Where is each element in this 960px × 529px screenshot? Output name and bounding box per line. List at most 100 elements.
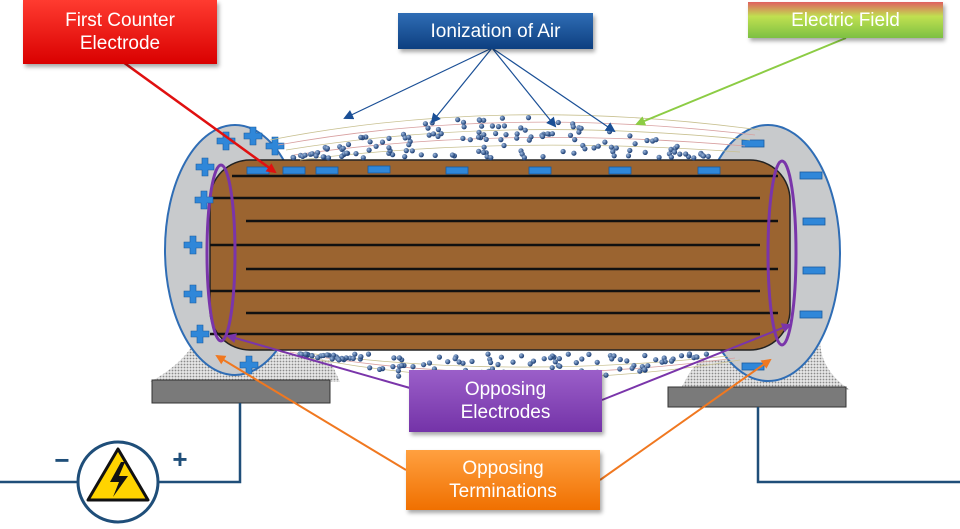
ion-particle <box>560 148 566 155</box>
ion-particle <box>481 117 487 123</box>
ion-particle <box>678 353 685 359</box>
ion-particle <box>315 355 321 361</box>
ion-particle <box>365 351 372 357</box>
opposing-terminations-label: Opposing Terminations <box>406 450 600 510</box>
ion-particle <box>555 119 561 126</box>
ion-particle <box>499 115 505 121</box>
ion-particle <box>477 117 483 123</box>
ion-particle <box>609 356 615 362</box>
ion-particle <box>303 351 309 357</box>
ion-particle <box>377 366 383 372</box>
ionized-air-particles <box>290 115 711 389</box>
ion-particle <box>627 133 633 139</box>
right-wire <box>756 407 960 484</box>
ion-particle <box>410 364 416 370</box>
ion-particle <box>402 154 408 160</box>
ion-particle <box>291 155 297 161</box>
ion-particle <box>435 126 441 133</box>
ion-particle <box>435 133 441 139</box>
ion-particle <box>582 146 588 152</box>
ion-particle <box>552 359 558 365</box>
ion-particle <box>603 372 609 378</box>
ion-particle <box>501 142 507 149</box>
ion-particle <box>549 131 556 137</box>
ion-particle <box>653 137 659 143</box>
ion-particle <box>476 148 482 154</box>
ion-particle <box>309 353 315 359</box>
ion-particle <box>525 115 532 121</box>
ion-particle <box>498 137 504 143</box>
ion-particle <box>570 124 576 130</box>
opposing-electrodes-arrow-right <box>601 323 792 401</box>
first-counter-electrode-label: First Counter Electrode <box>23 0 217 64</box>
ion-particle <box>391 355 397 361</box>
ion-particle <box>547 355 554 361</box>
ion-particle <box>426 360 433 366</box>
ion-particle <box>367 139 373 145</box>
left-pad <box>151 379 331 404</box>
ion-particle <box>422 121 428 127</box>
ion-particle <box>481 132 487 138</box>
ion-particle <box>418 152 424 158</box>
ion-particle <box>396 355 402 361</box>
ion-particle <box>358 134 364 140</box>
ion-particle <box>386 135 392 141</box>
ion-particle <box>642 352 648 359</box>
ion-particle <box>602 139 608 145</box>
ion-particle <box>432 152 438 158</box>
ion-particle <box>386 145 392 151</box>
ion-particle <box>344 150 350 156</box>
ion-particle <box>358 354 364 360</box>
ion-particle <box>329 356 335 362</box>
ion-particle <box>586 351 592 357</box>
ion-particle <box>345 141 352 148</box>
ion-particle <box>557 363 563 369</box>
ion-particle <box>677 151 683 157</box>
ion-particle <box>403 148 409 154</box>
ion-particle <box>576 129 582 135</box>
ion-particle <box>498 354 504 360</box>
ion-particle <box>493 130 499 137</box>
ion-particle <box>460 360 466 366</box>
ion-particle <box>510 359 516 365</box>
ion-particle <box>406 142 412 148</box>
ion-particle <box>320 154 326 160</box>
ion-particle <box>521 155 528 161</box>
ion-particle <box>595 143 601 149</box>
ion-particle <box>522 127 528 133</box>
ion-particle <box>572 137 578 143</box>
ion-particle <box>425 125 431 131</box>
ion-particle <box>549 365 555 371</box>
source-plus-sign: + <box>172 444 187 474</box>
ion-particle <box>653 357 659 363</box>
ion-particle <box>669 358 675 364</box>
right-pad <box>667 386 847 408</box>
ionization-arrow-2 <box>430 47 493 124</box>
ion-particle <box>625 153 632 159</box>
ion-particle <box>455 117 461 123</box>
electric-field-arrow <box>635 37 847 126</box>
ion-particle <box>556 356 563 362</box>
ion-particle <box>579 356 585 362</box>
ion-particle <box>518 125 524 131</box>
ion-particle <box>421 362 427 368</box>
ion-particle <box>617 366 623 372</box>
ion-particle <box>367 365 373 371</box>
ion-particle <box>469 358 475 364</box>
ion-particle <box>313 153 319 159</box>
ion-particle <box>350 355 356 361</box>
ion-particle <box>461 124 467 130</box>
ion-particle <box>694 354 700 360</box>
ion-particle <box>527 361 533 367</box>
ion-particle <box>703 351 710 357</box>
ion-particle <box>644 137 650 144</box>
ion-particle <box>340 145 346 151</box>
ion-particle <box>668 154 675 160</box>
ion-particle <box>642 149 648 155</box>
left-opposing-electrode <box>205 163 237 343</box>
ion-particle <box>624 358 630 364</box>
ionization-arrow-1 <box>343 47 493 120</box>
ionization-arrow-4 <box>491 47 616 133</box>
ion-particle <box>611 153 617 159</box>
